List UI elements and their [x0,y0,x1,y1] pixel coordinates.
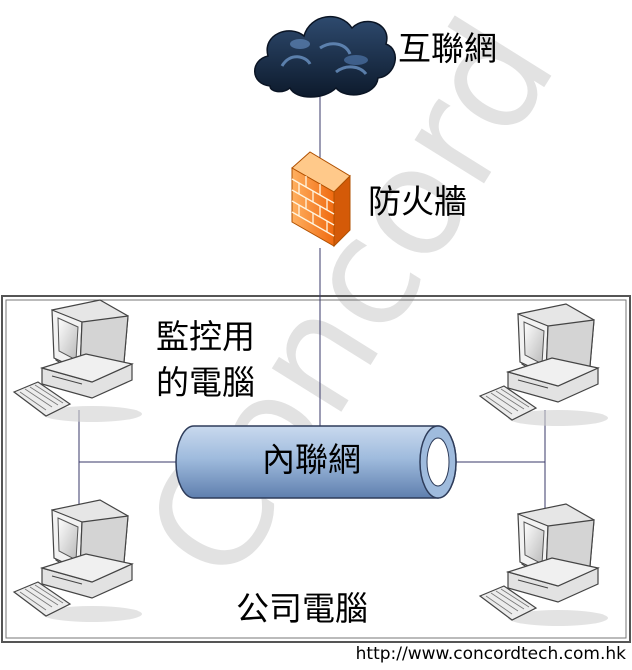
computer-icon-bottom-right [479,503,608,627]
computer-icon-top-right [479,303,608,427]
computer-icon-bottom-left [13,499,142,623]
footer-url[interactable]: http://www.concordtech.com.hk [355,644,626,664]
firewall-icon [291,151,351,248]
company-computers-label: 公司電腦 [236,589,368,628]
monitor-computer-label-line2: 的電腦 [156,363,255,402]
pipe-icon [175,425,457,499]
company-network-frame [1,295,631,643]
computer-icon-top-left [13,299,142,423]
connection-lines [78,62,546,515]
company-network-inner-frame [5,299,627,639]
internet-label: 互聯網 [398,29,497,68]
firewall-label: 防火牆 [368,182,467,221]
intranet-label: 內聯網 [262,440,361,479]
monitor-computer-label-line1: 監控用 [156,317,255,356]
cloud-icon [254,15,396,98]
